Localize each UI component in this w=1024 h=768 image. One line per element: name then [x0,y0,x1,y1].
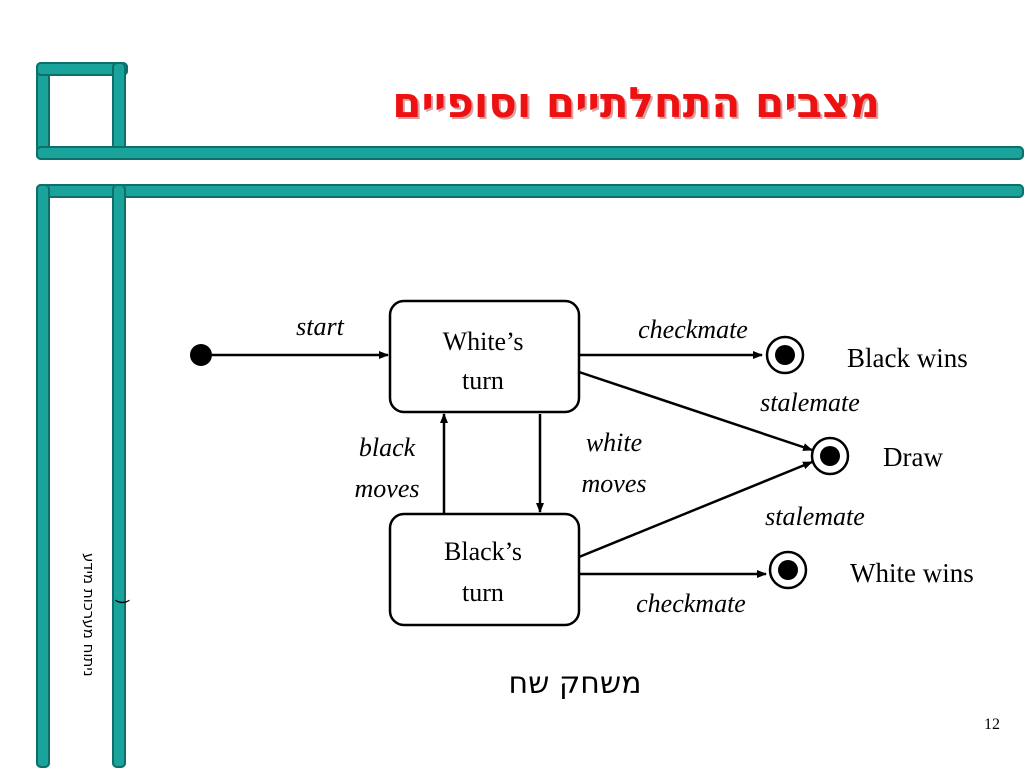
final-state-draw [810,436,850,476]
black-turn-label-line2: turn [462,578,504,607]
page-number: 12 [984,716,1000,733]
checkmate-bottom-label: checkmate [636,589,746,618]
white-turn-state [388,299,581,414]
sidebar-course-name: ניתוח מערכות מידע [80,553,98,677]
stalemate-bottom-arrow [578,460,813,559]
black-turn-state [388,512,581,627]
stalemate-top-label: stalemate [760,388,860,417]
black-wins-label: Black wins [847,343,968,373]
initial-state-dot [190,344,212,366]
stalemate-bottom-label: stalemate [765,502,865,531]
white-moves-label-line1: white [586,428,642,457]
slide-title: מצבים התחלתיים וסופיים [392,78,880,127]
final-state-white-wins [768,550,808,590]
black-turn-label-line1: Black’s [444,537,522,566]
white-turn-label-line2: turn [462,366,504,395]
white-moves-label-line2: moves [582,469,647,498]
start-label: start [296,312,344,341]
draw-label: Draw [883,442,943,472]
frame-top-horizontal-bar [36,146,1024,160]
frame-top-box-right [112,62,126,160]
black-moves-label-line1: black [359,433,416,462]
black-moves-label-line2: moves [355,474,420,503]
slide-footer-caption: משחק שח [508,666,642,701]
final-state-black-wins [765,335,805,375]
frame-top-box-left [36,62,50,160]
white-turn-label-line1: White’s [443,327,524,356]
frame-second-horizontal-bar [36,184,1024,198]
frame-top-box-top [36,62,128,76]
frame-inner-vertical-bar [112,184,126,768]
white-wins-label: White wins [850,558,974,588]
checkmate-top-label: checkmate [638,315,748,344]
stalemate-top-arrow [578,370,813,452]
frame-left-vertical-bar [36,184,50,768]
